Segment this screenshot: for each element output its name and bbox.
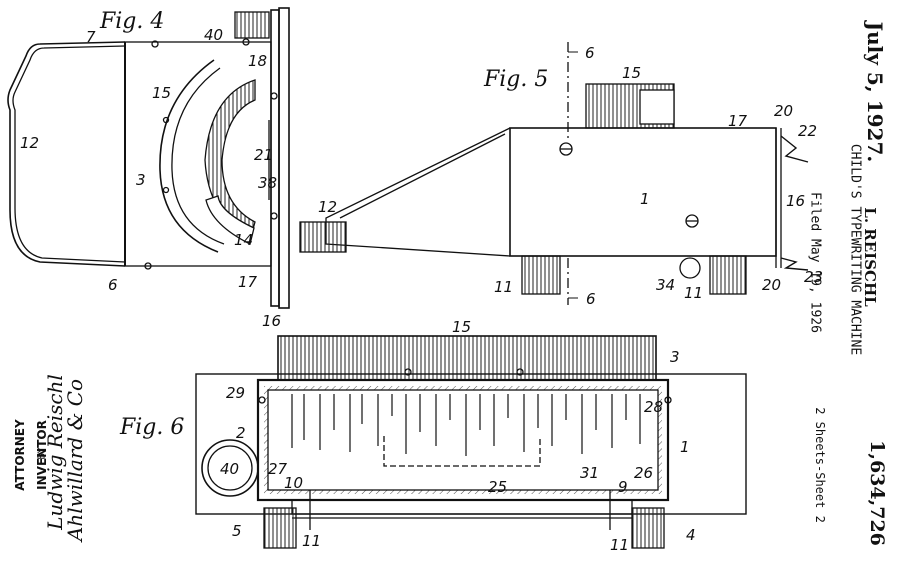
svg-text:40: 40	[204, 26, 223, 44]
fig5-label: Fig. 5	[483, 67, 548, 92]
svg-text:14: 14	[234, 231, 253, 249]
svg-text:31: 31	[580, 464, 599, 482]
svg-text:18: 18	[248, 52, 267, 70]
svg-text:23: 23	[804, 268, 823, 286]
svg-text:38: 38	[258, 174, 277, 192]
svg-text:17: 17	[728, 112, 748, 130]
fig4-label: Fig. 4	[99, 9, 164, 34]
svg-text:26: 26	[634, 464, 653, 482]
svg-text:12: 12	[318, 198, 337, 216]
svg-text:29: 29	[226, 384, 245, 402]
svg-text:15: 15	[452, 318, 471, 336]
svg-text:11: 11	[684, 284, 703, 302]
svg-text:11: 11	[302, 532, 321, 550]
svg-text:16: 16	[262, 312, 281, 330]
svg-text:6: 6	[586, 290, 596, 308]
svg-text:25: 25	[488, 478, 507, 496]
svg-text:16: 16	[786, 192, 805, 210]
svg-text:3: 3	[670, 348, 680, 366]
figure-5	[299, 42, 809, 305]
figure-4-labels: Fig. 4 7 40 18 12 3 15 21 38 14 6 17 16	[20, 9, 281, 330]
svg-text:1: 1	[680, 438, 690, 456]
figure-5-labels: Fig. 5 6 15 17 20 22 1 16 12 34 11 11 20…	[318, 44, 823, 308]
svg-text:22: 22	[798, 122, 817, 140]
svg-text:20: 20	[774, 102, 793, 120]
svg-text:28: 28	[644, 398, 663, 416]
svg-text:15: 15	[622, 64, 641, 82]
svg-text:21: 21	[254, 146, 273, 164]
svg-text:11: 11	[610, 536, 629, 554]
svg-text:7: 7	[86, 28, 96, 46]
fig6-label: Fig. 6	[119, 415, 184, 440]
svg-text:15: 15	[152, 84, 171, 102]
svg-text:4: 4	[686, 526, 696, 544]
svg-text:6: 6	[585, 44, 595, 62]
svg-text:6: 6	[108, 276, 118, 294]
svg-text:5: 5	[232, 522, 242, 540]
svg-text:34: 34	[656, 276, 675, 294]
svg-text:3: 3	[136, 171, 146, 189]
svg-text:9: 9	[618, 478, 628, 496]
svg-text:1: 1	[640, 190, 650, 208]
svg-text:12: 12	[20, 134, 39, 152]
figure-4	[7, 7, 290, 309]
svg-text:11: 11	[494, 278, 513, 296]
svg-text:27: 27	[268, 460, 288, 478]
svg-text:17: 17	[238, 273, 258, 291]
svg-text:40: 40	[220, 460, 239, 478]
figure-6-labels: Fig. 6 15 3 29 28 2 1 40 27 31 26 10 25 …	[119, 318, 696, 554]
svg-text:2: 2	[236, 424, 246, 442]
svg-text:10: 10	[284, 474, 303, 492]
svg-text:20: 20	[762, 276, 781, 294]
figure-6	[195, 335, 747, 549]
